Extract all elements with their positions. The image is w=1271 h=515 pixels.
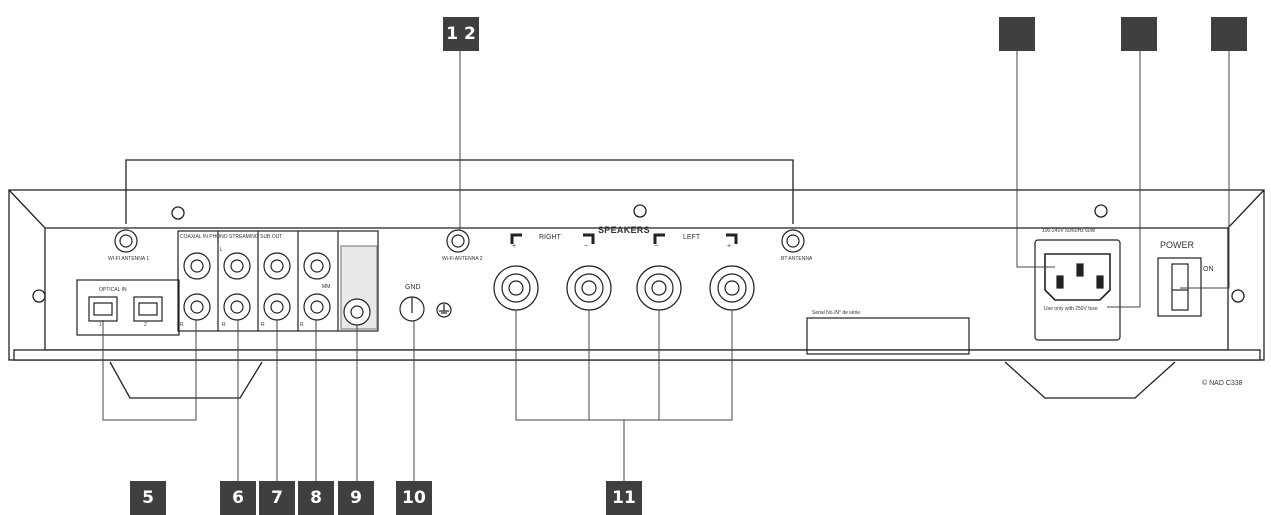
gnd-label: GND [405,284,421,291]
optical-port-2 [133,296,163,322]
callout-10: 10 [396,481,432,515]
bt-antenna-connector [446,229,470,253]
wifi-antenna-2-connector [781,229,805,253]
wifi-antenna-label: WI-FI ANTENNA 1 [108,256,150,262]
screw-icons [32,204,1245,303]
rca-block [177,230,379,332]
serial-label: Serial No./N° de série [812,310,861,316]
callout-6: 6 [220,481,256,515]
coax-r-label: R [222,322,226,328]
foot-right [1004,361,1176,399]
plus-right-label: + [512,243,517,250]
optical-port-1 [88,296,118,322]
fuse-note-label: Use only with 250V fuse [1044,306,1098,312]
right-antenna-label: BT ANTENNA [781,256,813,262]
left-l-label: L [220,247,223,253]
copyright-label: © NAD C338 [1202,380,1243,387]
power-switch [1157,257,1202,317]
speaker-terminals [493,265,755,311]
stream-r-label: R [300,322,304,328]
callout-9: 9 [338,481,374,515]
left-label: LEFT [683,234,701,241]
serial-box [806,317,970,355]
rca-jacks [183,252,331,321]
bt-antenna-label: Wi-Fi ANTENNA 2 [442,256,483,262]
callout-a [999,17,1035,51]
minus-right-label: − [584,243,589,250]
optical-in-box [76,279,180,336]
minus-left-label: − [654,243,659,250]
optical-port-1-label: 1 [99,322,102,328]
speakers-label: SPEAKERS [598,225,650,235]
foot-left [109,361,263,399]
left-r-label: R [180,322,184,328]
power-inlet [1034,239,1121,341]
callout-8: 8 [298,481,334,515]
optical-in-label: OPTICAL IN [99,287,127,293]
chassis [8,189,1265,361]
callout-7: 7 [259,481,295,515]
phono-r-label: R [261,322,265,328]
callout-b [1121,17,1157,51]
leader-lines [102,51,1230,482]
power-label: POWER [1160,240,1195,250]
gnd-terminal [399,296,452,322]
mm-label: MM [322,284,331,290]
callout-12: 1 2 [443,17,479,51]
mains-rating-label: 100-240V 50/60Hz 60W [1042,228,1096,234]
plus-left-label: + [727,243,732,250]
sub-out-jack [343,298,371,326]
callout-c [1211,17,1247,51]
on-label: ON [1203,266,1214,273]
right-label: RIGHT [539,234,561,241]
optical-port-2-label: 2 [144,322,147,328]
rca-section-header: COAXIAL IN PHONO STREAMING SUB OUT [180,234,283,240]
callout-5: 5 [130,481,166,515]
callout-11: 11 [606,481,642,515]
wifi-antenna-connector [114,229,138,253]
